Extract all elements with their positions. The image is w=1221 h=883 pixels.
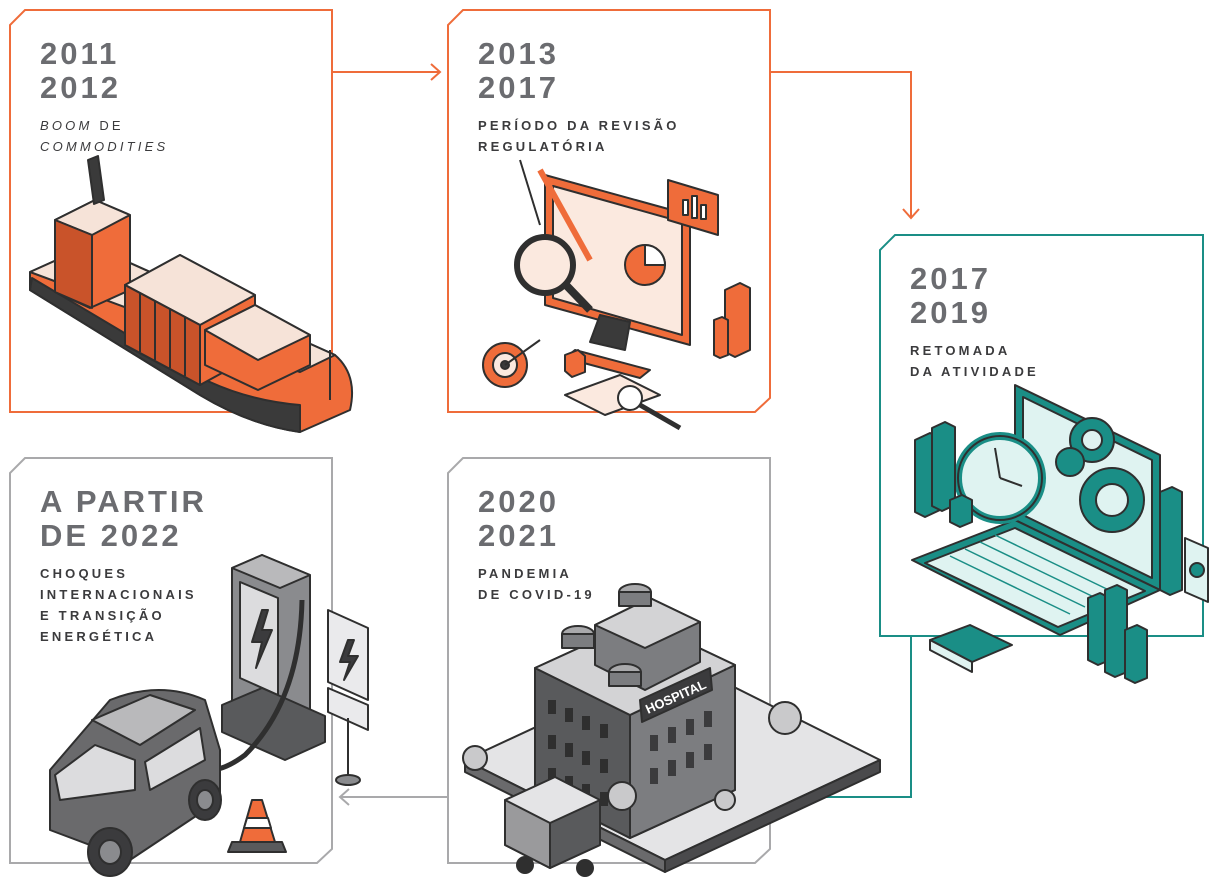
card-2020-label-line2: DE COVID-19 [478,587,595,602]
card-2020: 2020 2021 PANDEMIA DE COVID-19 [478,485,595,605]
card-2020-label-line1: PANDEMIA [478,566,572,581]
card-2013-year-start: 2013 [478,36,559,71]
card-2022-title-line1: A PARTIR [40,484,207,519]
card-2013-label-line2: REGULATÓRIA [478,139,608,154]
card-2011-label-line2: COMMODITIES [40,139,169,154]
card-2013-label-line1: PERÍODO DA REVISÃO [478,118,680,133]
card-2022-label-line1: CHOQUES [40,566,129,581]
card-2017-label-line2: DA ATIVIDADE [910,364,1039,379]
card-2011-years: 2011 2012 [40,37,168,105]
card-2017: 2017 2019 RETOMADA DA ATIVIDADE [910,262,1039,382]
connector-2020-2022 [338,788,448,806]
card-2011-label: BOOM DE COMMODITIES [40,115,168,157]
card-2011-year-end: 2012 [40,70,121,105]
laptop-gears-illustration [911,384,1209,684]
card-2022: A PARTIR DE 2022 CHOQUES INTERNACIONAIS … [40,485,207,647]
card-2011-label-italic: BOOM [40,118,93,133]
ev-charging-illustration [49,554,369,877]
card-2017-year-start: 2017 [910,261,991,296]
card-2013-year-end: 2017 [478,70,559,105]
card-2022-label-line3: E TRANSIÇÃO [40,608,165,623]
analytics-monitor-illustration [482,159,751,431]
cargo-ship-illustration [29,155,354,433]
card-2017-label-line1: RETOMADA [910,343,1011,358]
card-2013: 2013 2017 PERÍODO DA REVISÃO REGULATÓRIA [478,37,680,157]
connector-2013-2017 [770,71,920,220]
hospital-illustration: HOSPITAL [462,583,881,877]
card-2020-year-end: 2021 [478,518,559,553]
card-2022-title-line2: DE 2022 [40,518,182,553]
card-2017-year-end: 2019 [910,295,991,330]
connector-2011-2013 [332,63,442,81]
card-2020-year-start: 2020 [478,484,559,519]
card-2011-label-rest: DE [92,118,124,133]
card-2011-year-start: 2011 [40,36,120,71]
card-2022-label-line4: ENERGÉTICA [40,629,158,644]
card-2011: 2011 2012 BOOM DE COMMODITIES [40,37,168,157]
card-2022-label-line2: INTERNACIONAIS [40,587,197,602]
